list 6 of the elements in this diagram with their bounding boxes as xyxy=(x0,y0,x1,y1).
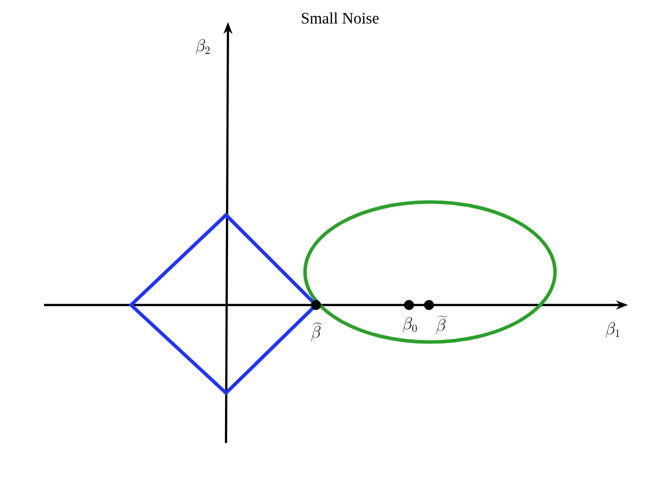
axis-label: $\beta_2$ xyxy=(196,39,210,55)
point-label: $\beta_0$ xyxy=(402,317,417,333)
title: Small Noise xyxy=(302,12,379,24)
axis-label: $\beta_1$ xyxy=(606,322,620,338)
point-label: $\widetilde{\beta}$ xyxy=(436,316,448,334)
point-label: $\widehat{\beta}$ xyxy=(311,322,322,342)
